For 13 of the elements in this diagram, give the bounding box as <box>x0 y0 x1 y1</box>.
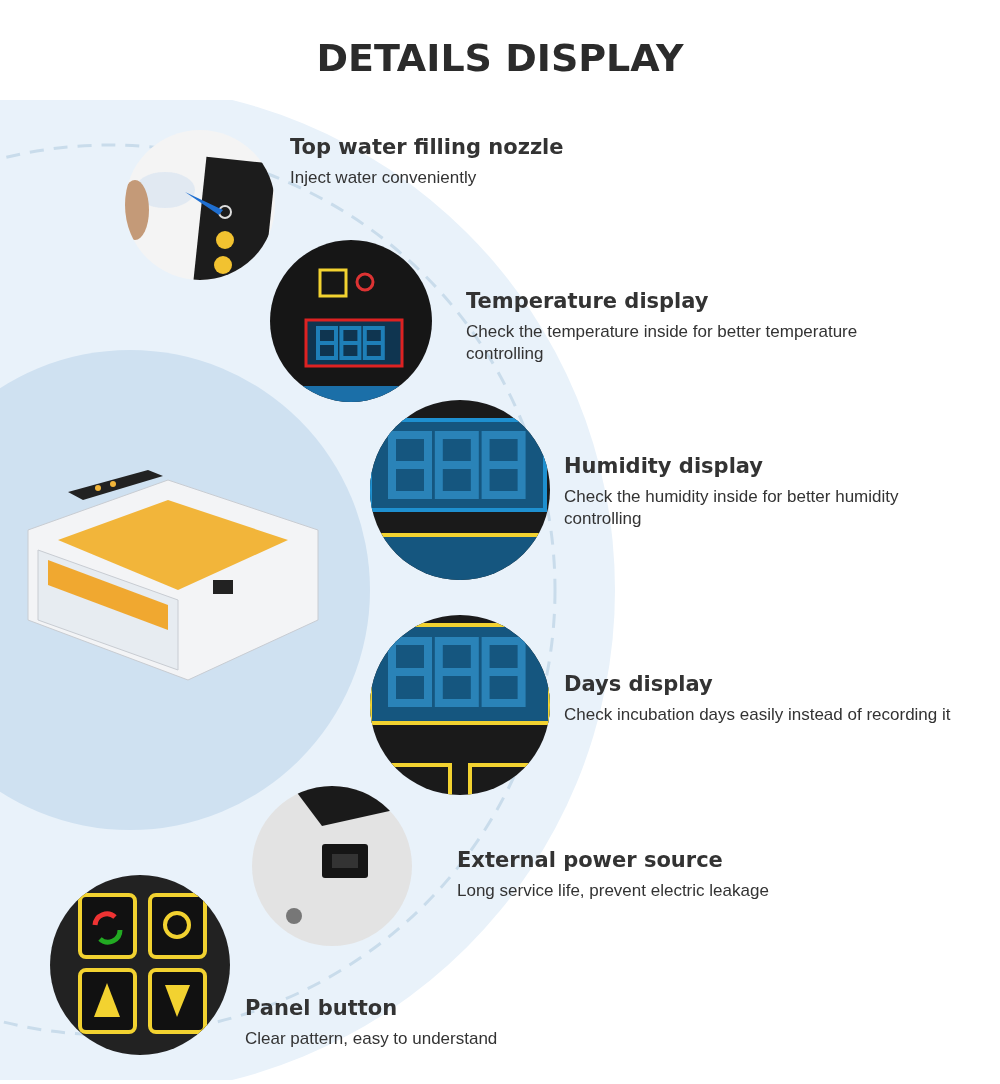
feature-heading: External power source <box>457 848 723 872</box>
feature-description: Check the humidity inside for better humidity controlling <box>564 486 900 530</box>
feature-heading: Top water filling nozzle <box>290 135 564 159</box>
feature-heading: Humidity display <box>564 454 764 478</box>
feature-description: Inject water conveniently <box>290 167 478 189</box>
feature-description: Clear pattern, easy to understand <box>245 1028 499 1050</box>
feature-heading: Panel button <box>245 996 398 1020</box>
page-title: DETAILS DISPLAY <box>315 36 685 80</box>
feature-heading: Days display <box>564 672 713 696</box>
feature-description: Long service life, prevent electric leakage <box>457 880 770 902</box>
feature-description: Check incubation days easily instead of recording it <box>564 704 952 726</box>
feature-description: Check the temperature inside for better temperature controlling <box>466 321 859 365</box>
feature-heading: Temperature display <box>466 289 709 313</box>
